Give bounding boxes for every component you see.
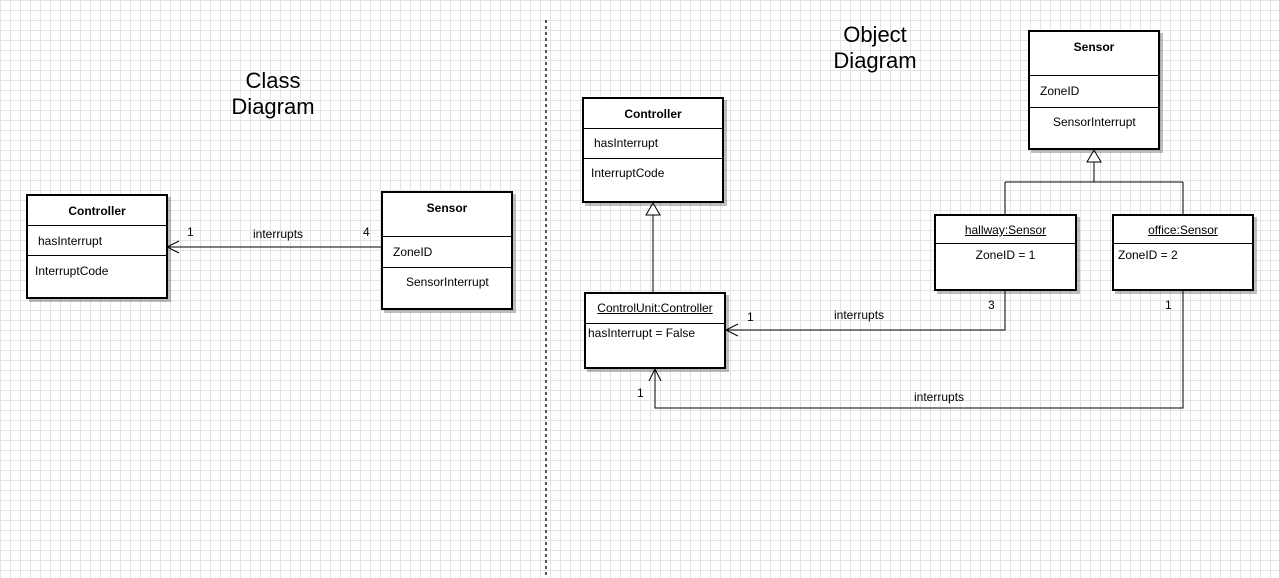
class-diagram-heading-line2: Diagram: [231, 94, 315, 119]
control-unit-object-slot: hasInterrupt = False: [588, 326, 696, 340]
hallway-object-box[interactable]: hallway:Sensor ZoneID = 1: [934, 214, 1077, 291]
object-sensor-class-operations: SensorInterrupt: [1030, 107, 1158, 148]
class-controller-operations: InterruptCode: [28, 255, 166, 297]
class-controller-box[interactable]: Controller hasInterrupt InterruptCode: [26, 194, 168, 299]
object-controller-class-box[interactable]: Controller hasInterrupt InterruptCode: [582, 97, 724, 203]
object-controller-class-operations: InterruptCode: [584, 158, 722, 201]
hallway-object-slot: ZoneID = 1: [975, 248, 1036, 262]
control-unit-object-slots: hasInterrupt = False: [586, 323, 724, 367]
hallway-link-label: interrupts: [834, 308, 885, 322]
object-diagram-heading-line1: Object: [843, 22, 907, 47]
class-sensor-attribute: ZoneID: [393, 245, 433, 259]
object-sensor-class-attributes: ZoneID: [1030, 75, 1158, 107]
class-sensor-name: Sensor: [426, 201, 468, 215]
instance-of-controller-arrowhead: [645, 202, 661, 216]
object-controller-class-name: Controller: [624, 107, 682, 121]
class-controller-attributes: hasInterrupt: [28, 225, 166, 255]
object-sensor-class-operation: SensorInterrupt: [1053, 115, 1136, 129]
hallway-object-name: hallway:Sensor: [964, 223, 1047, 237]
office-link-arrowhead: [648, 367, 662, 382]
instance-of-sensor-arrowhead: [1086, 149, 1102, 163]
hallway-link-control-unit-multiplicity: 1: [747, 310, 754, 324]
class-association-label: interrupts: [253, 227, 304, 241]
hallway-object-slots: ZoneID = 1: [936, 243, 1075, 289]
class-sensor-box[interactable]: Sensor ZoneID SensorInterrupt: [381, 191, 513, 310]
office-link-office-multiplicity: 1: [1165, 298, 1172, 312]
hallway-link-hallway-multiplicity: 3: [988, 298, 995, 312]
hallway-link-line: [726, 290, 1006, 331]
class-diagram-heading: Class Diagram: [218, 68, 328, 120]
hallway-link-arrowhead: [724, 323, 739, 337]
office-link-line: [654, 290, 1184, 409]
class-controller-multiplicity: 1: [187, 225, 194, 239]
office-object-name: office:Sensor: [1148, 223, 1218, 237]
object-controller-class-attributes: hasInterrupt: [584, 128, 722, 158]
object-sensor-class-attribute: ZoneID: [1040, 84, 1080, 98]
class-controller-operation: InterruptCode: [35, 264, 109, 278]
office-object-box[interactable]: office:Sensor ZoneID = 2: [1112, 214, 1254, 291]
office-link-control-unit-multiplicity: 1: [637, 386, 644, 400]
object-sensor-class-name: Sensor: [1073, 40, 1115, 54]
class-sensor-operations: SensorInterrupt: [383, 267, 511, 308]
object-diagram-heading: Object Diagram: [820, 22, 930, 74]
office-object-slots: ZoneID = 2: [1114, 243, 1252, 289]
control-unit-object-box[interactable]: ControlUnit:Controller hasInterrupt = Fa…: [584, 292, 726, 369]
object-controller-class-operation: InterruptCode: [591, 166, 665, 180]
office-link-label: interrupts: [914, 390, 965, 404]
control-unit-object-name: ControlUnit:Controller: [597, 301, 713, 315]
class-controller-name: Controller: [68, 204, 126, 218]
object-diagram-heading-line2: Diagram: [833, 48, 917, 73]
class-diagram-heading-line1: Class: [245, 68, 301, 93]
class-sensor-attributes: ZoneID: [383, 236, 511, 267]
object-controller-class-attribute: hasInterrupt: [594, 136, 659, 150]
class-sensor-multiplicity: 4: [363, 225, 370, 239]
class-controller-attribute: hasInterrupt: [38, 234, 103, 248]
office-object-slot: ZoneID = 2: [1118, 248, 1178, 262]
class-sensor-operation: SensorInterrupt: [406, 275, 489, 289]
object-sensor-class-box[interactable]: Sensor ZoneID SensorInterrupt: [1028, 30, 1160, 150]
